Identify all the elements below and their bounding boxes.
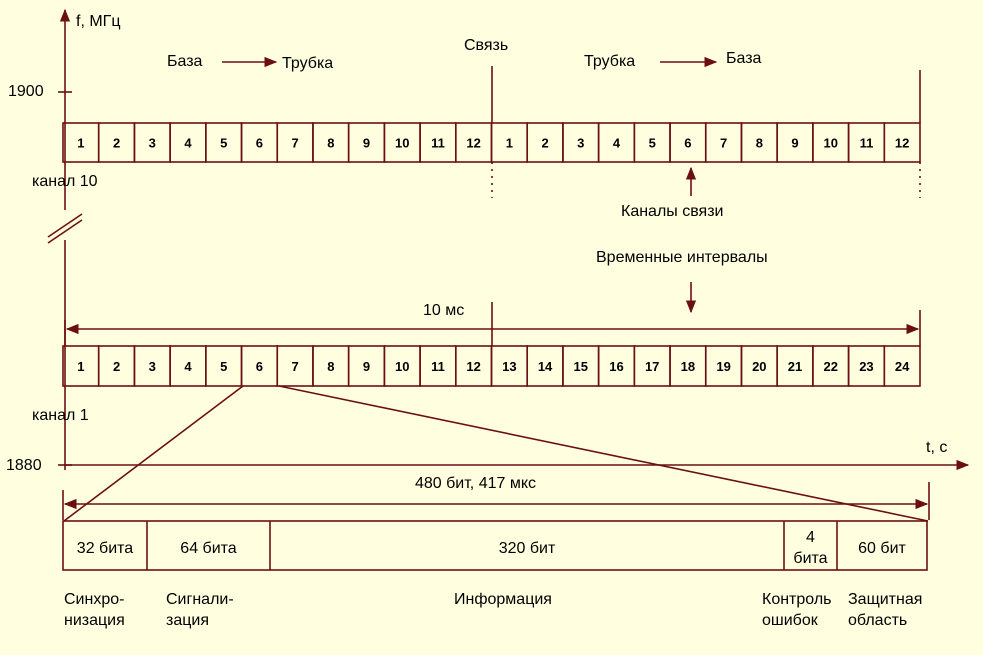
field-name: Сигнали- — [166, 591, 234, 608]
bottom-row-cell-label: 9 — [363, 359, 370, 374]
field-bits: 64 бита — [180, 540, 236, 557]
top-row-cell-label: 6 — [684, 136, 691, 151]
bottom-row-cell-label: 21 — [788, 359, 802, 374]
bottom-row-cell-label: 10 — [395, 359, 409, 374]
zoom-line-left — [63, 385, 244, 522]
top-row-cell-label: 11 — [431, 136, 445, 151]
field-bits: 320 бит — [499, 540, 556, 557]
bottom-row-cell-label: 23 — [859, 359, 873, 374]
bottom-row-cell-label: 15 — [574, 359, 588, 374]
channel-10-label: канал 10 — [32, 173, 98, 190]
top-row-cell-label: 9 — [363, 136, 370, 151]
bottom-row-cell-label: 6 — [256, 359, 263, 374]
bottom-row-cell-label: 19 — [716, 359, 730, 374]
base-label-left: База — [167, 53, 203, 70]
top-row-cell-label: 8 — [756, 136, 763, 151]
top-row-cell-label: 7 — [720, 136, 727, 151]
top-row-cell-label: 5 — [649, 136, 656, 151]
slot-structure-box — [62, 520, 928, 571]
field-name: Контроль — [762, 591, 832, 608]
bottom-row-cell-label: 3 — [149, 359, 156, 374]
bottom-row-cell-label: 14 — [538, 359, 553, 374]
bottom-row-cell-label: 20 — [752, 359, 766, 374]
top-row-cell-label: 9 — [791, 136, 798, 151]
link-label: Связь — [464, 37, 508, 54]
bottom-row-cell-label: 24 — [895, 359, 910, 374]
freq-1880-label: 1880 — [6, 457, 42, 474]
field-name: Защитная — [848, 591, 922, 608]
field-bits-line2: бита — [793, 550, 827, 567]
top-row-cell-label: 8 — [327, 136, 334, 151]
base-label-right: База — [726, 50, 762, 67]
field-bits: 4 — [806, 529, 815, 546]
field-name: Синхро- — [64, 591, 124, 608]
axis-break-mark-1 — [47, 213, 83, 238]
top-row-cell-label: 10 — [823, 136, 837, 151]
axis-break-mark-2 — [47, 219, 83, 244]
bottom-row-cell-label: 16 — [609, 359, 623, 374]
slot-size-label: 480 бит, 417 мкс — [415, 475, 536, 492]
bottom-row-cell-label: 5 — [220, 359, 227, 374]
field-name-line2: низация — [64, 612, 125, 629]
freq-axis-label: f, МГц — [76, 13, 121, 30]
field-bits: 32 бита — [77, 540, 133, 557]
top-row-cell-label: 11 — [860, 136, 874, 151]
bottom-row-cell-label: 22 — [823, 359, 837, 374]
link-channels-label: Каналы связи — [621, 203, 724, 220]
top-row-cell-label: 12 — [895, 136, 909, 151]
time-axis-label: t, с — [926, 439, 947, 456]
top-row-cell-label: 3 — [577, 136, 584, 151]
top-row-cell-label: 2 — [113, 136, 120, 151]
top-row-cell — [883, 122, 921, 163]
bottom-row-cell — [883, 345, 921, 387]
bottom-row-cell-label: 11 — [431, 359, 445, 374]
top-row-cell-label: 4 — [613, 136, 621, 151]
top-row-cell-label: 3 — [149, 136, 156, 151]
frame-duration-label: 10 мс — [423, 302, 464, 319]
top-row-cell-label: 6 — [256, 136, 263, 151]
handset-label-left: Трубка — [282, 55, 333, 72]
field-name: Информация — [454, 591, 552, 608]
channel-1-label: канал 1 — [32, 407, 89, 424]
top-row-cell-label: 7 — [291, 136, 298, 151]
top-row-cell-label: 1 — [77, 136, 84, 151]
field-name-line2: ошибок — [762, 612, 819, 629]
zoom-line-right — [278, 385, 929, 522]
bottom-row-cell-label: 18 — [681, 359, 695, 374]
field-name-line2: область — [848, 612, 907, 629]
field-bits: 60 бит — [858, 540, 906, 557]
top-row-cell-label: 2 — [541, 136, 548, 151]
bottom-row-cell-label: 1 — [77, 359, 84, 374]
top-row-cell-label: 12 — [466, 136, 480, 151]
bottom-row-cell-label: 13 — [502, 359, 516, 374]
top-row-cell-label: 10 — [395, 136, 409, 151]
field-name-line2: зация — [166, 612, 209, 629]
freq-1900-label: 1900 — [8, 83, 44, 100]
bottom-row-cell-label: 7 — [291, 359, 298, 374]
bottom-row-cell-label: 4 — [184, 359, 192, 374]
bottom-row-cell-label: 17 — [645, 359, 659, 374]
bottom-row-cell-label: 8 — [327, 359, 334, 374]
top-row-cell-label: 4 — [184, 136, 192, 151]
handset-label-right: Трубка — [584, 53, 635, 70]
bottom-row-cell-label: 2 — [113, 359, 120, 374]
time-slots-label: Временные интервалы — [596, 249, 768, 266]
bottom-row-cell-label: 12 — [466, 359, 480, 374]
top-row-cell-label: 5 — [220, 136, 227, 151]
top-row-cell-label: 1 — [506, 136, 513, 151]
